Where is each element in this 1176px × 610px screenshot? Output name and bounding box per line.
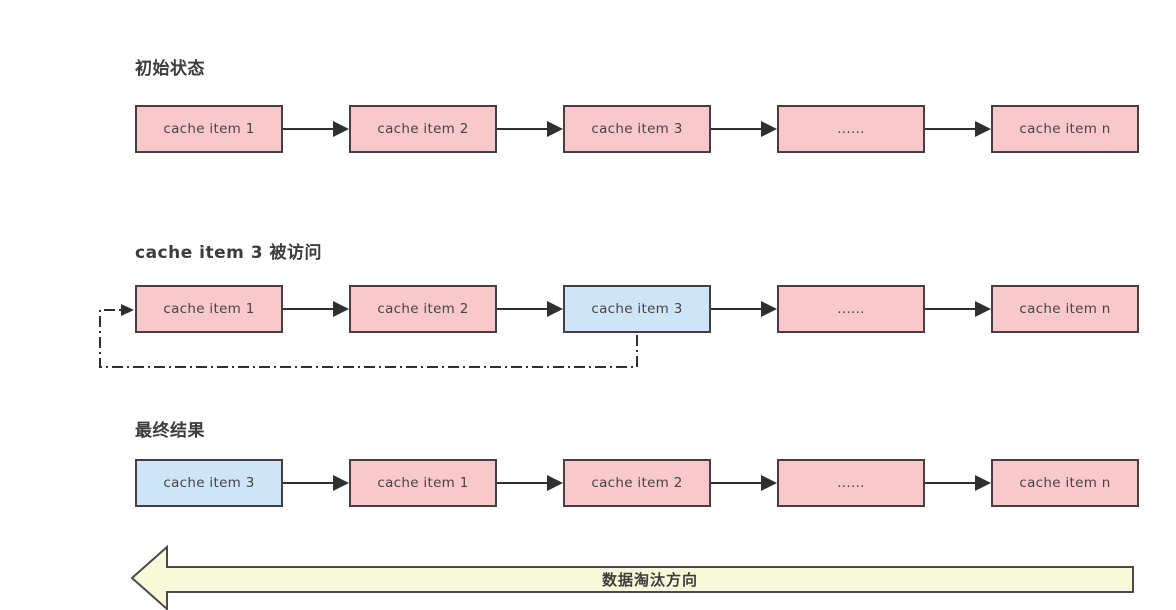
next-pointer-arrow — [283, 459, 349, 507]
cache-box-r2-c1: cache item 1 — [135, 285, 283, 333]
next-pointer-arrow — [711, 105, 777, 153]
cache-box-r1-c4: ...... — [777, 105, 925, 153]
cache-box-r3-c4: ...... — [777, 459, 925, 507]
next-pointer-arrow — [925, 105, 991, 153]
next-pointer-arrow — [283, 105, 349, 153]
section-title-final-result: 最终结果 — [135, 421, 205, 441]
cache-box-r1-c1: cache item 1 — [135, 105, 283, 153]
cache-box-r1-c3: cache item 3 — [563, 105, 711, 153]
cache-box-r2-c5: cache item n — [991, 285, 1139, 333]
next-pointer-arrow — [711, 459, 777, 507]
next-pointer-arrow — [497, 459, 563, 507]
cache-box-r3-c2: cache item 1 — [349, 459, 497, 507]
next-pointer-arrow — [283, 285, 349, 333]
section-title-item3-accessed: cache item 3 被访问 — [135, 243, 323, 263]
cache-box-r2-c3-accessed: cache item 3 — [563, 285, 711, 333]
cache-box-r3-c1-moved: cache item 3 — [135, 459, 283, 507]
next-pointer-arrow — [925, 459, 991, 507]
section-title-initial-state: 初始状态 — [135, 59, 205, 79]
cache-box-r3-c3: cache item 2 — [563, 459, 711, 507]
cache-box-r3-c5: cache item n — [991, 459, 1139, 507]
cache-box-r1-c5: cache item n — [991, 105, 1139, 153]
eviction-direction-label: 数据淘汰方向 — [601, 571, 698, 589]
cache-box-r2-c4: ...... — [777, 285, 925, 333]
next-pointer-arrow — [497, 105, 563, 153]
cache-box-r2-c2: cache item 2 — [349, 285, 497, 333]
cache-box-r1-c2: cache item 2 — [349, 105, 497, 153]
next-pointer-arrow — [711, 285, 777, 333]
next-pointer-arrow — [925, 285, 991, 333]
next-pointer-arrow — [497, 285, 563, 333]
feedback-arrowhead-icon — [121, 304, 134, 316]
